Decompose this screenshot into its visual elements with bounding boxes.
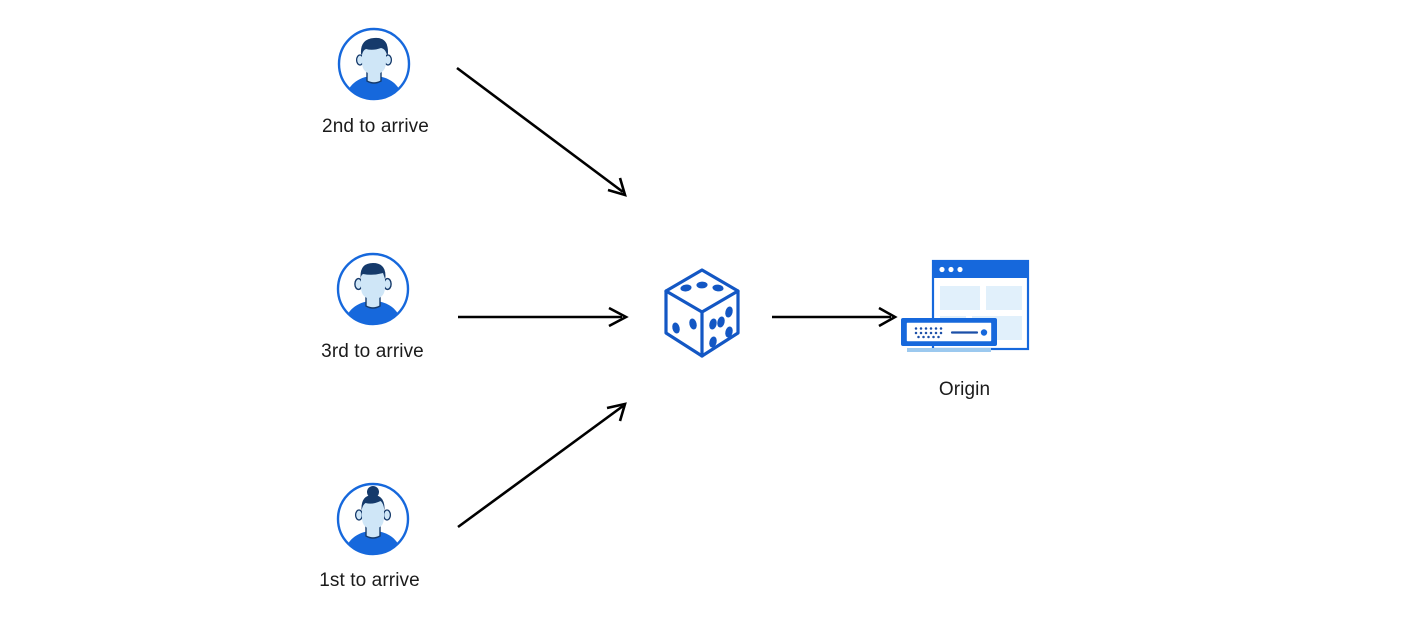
dice-pips-top <box>680 281 724 292</box>
client-label-2nd: 2nd to arrive <box>322 116 429 137</box>
user-avatar-icon <box>337 27 411 101</box>
origin-node[interactable] <box>895 256 1035 366</box>
arrow-dice-to-origin <box>772 306 898 328</box>
user-avatar-icon <box>336 482 410 556</box>
client-node-1st[interactable] <box>335 481 411 557</box>
user-avatar-icon <box>336 252 410 326</box>
arrow-1st-to-dice <box>457 402 627 529</box>
dice-pips-right <box>709 306 733 348</box>
dice-icon <box>664 268 740 358</box>
client-label-1st: 1st to arrive <box>319 570 420 591</box>
origin-label: Origin <box>938 379 991 400</box>
client-label-3rd: 3rd to arrive <box>321 341 424 362</box>
client-node-3rd[interactable] <box>335 251 411 327</box>
server-appliance-icon <box>901 318 997 352</box>
origin-server-icon <box>901 259 1030 352</box>
dice-pips-left <box>672 318 697 334</box>
arrow-3rd-to-dice <box>458 306 629 328</box>
randomizer-node[interactable] <box>660 266 744 365</box>
client-node-2nd[interactable] <box>336 26 412 102</box>
